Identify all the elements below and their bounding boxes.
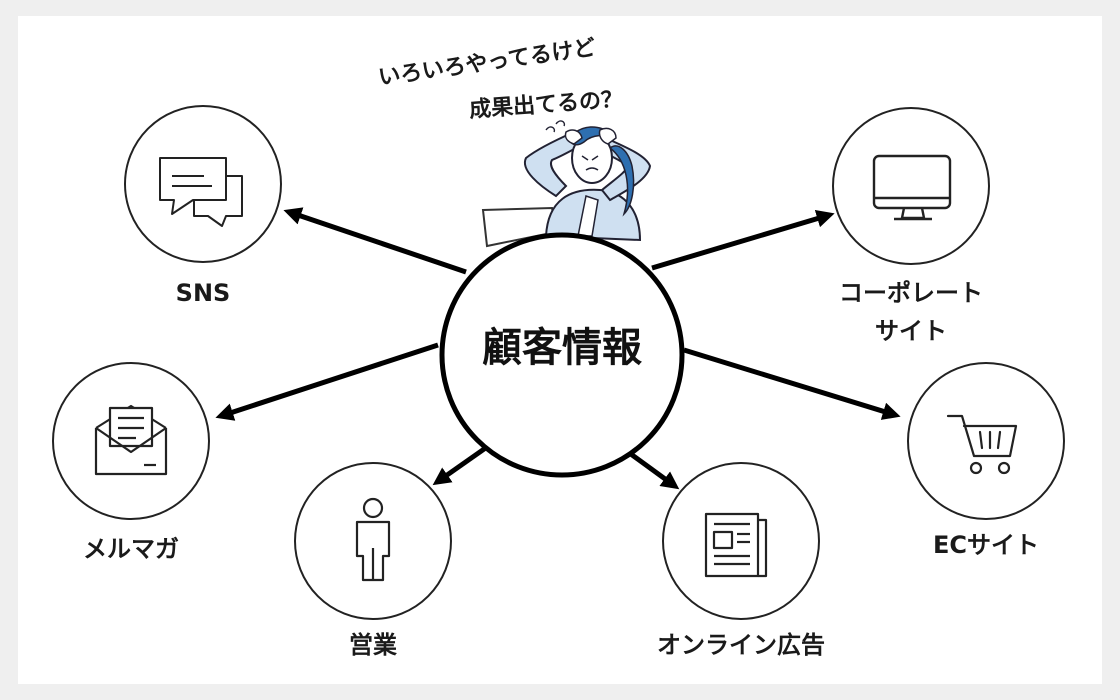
- arrow-to-sns: [283, 207, 467, 275]
- shopping-cart-icon: [946, 414, 1018, 475]
- worried-person-illustration: [523, 120, 652, 242]
- online-ad-label: オンライン広告: [657, 631, 825, 659]
- arrow-to-sales: [432, 444, 489, 486]
- ec-site-circle: [907, 362, 1065, 520]
- ec-site-label: ECサイト: [932, 531, 1039, 559]
- mailmag-label: メルマガ: [83, 535, 179, 563]
- arrows: [215, 207, 901, 490]
- arrow-to-corporate-site: [651, 209, 835, 271]
- center-circle: [439, 232, 685, 478]
- arrow-to-online-ad: [626, 449, 680, 490]
- corporate-site-circle: [832, 107, 990, 265]
- envelope-letter-icon: [94, 404, 168, 476]
- newspaper-icon: [704, 512, 768, 578]
- desktop-monitor-icon: [872, 154, 952, 221]
- sales-label: 営業: [349, 631, 397, 659]
- sales-circle: [294, 462, 452, 620]
- sns-label: SNS: [175, 279, 231, 307]
- chat-bubbles-icon: [159, 157, 243, 227]
- arrow-to-mailmag: [215, 342, 439, 421]
- corporate-site-label-line-2: サイト: [875, 317, 947, 345]
- arrow-to-ec-site: [683, 347, 901, 420]
- person-icon: [355, 497, 391, 582]
- center-label: 顧客情報: [482, 325, 642, 371]
- corporate-site-label-line-1: コーポレート: [839, 279, 983, 307]
